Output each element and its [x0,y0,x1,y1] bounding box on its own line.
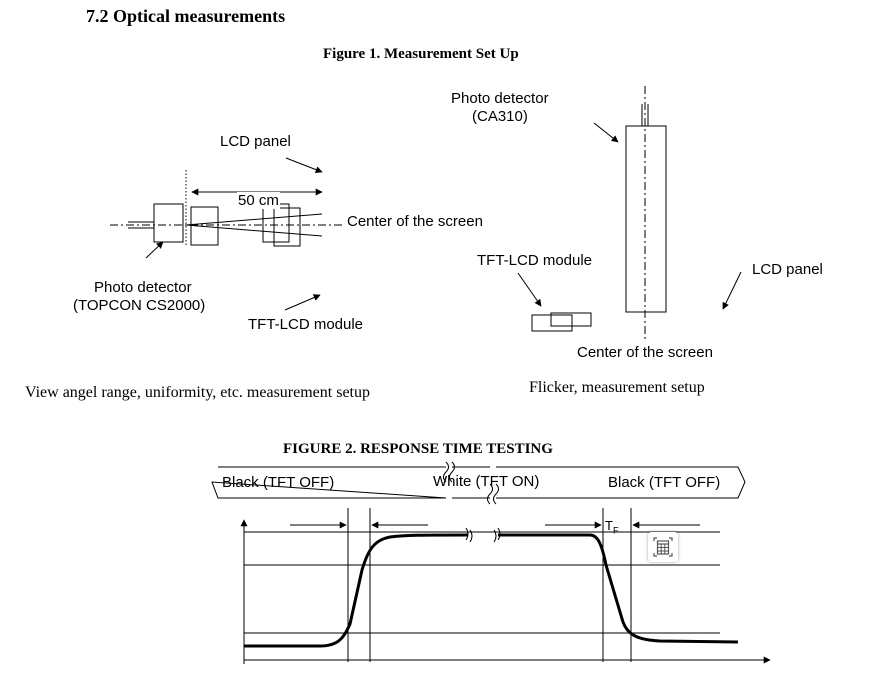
right-setup-caption: Flicker, measurement setup [529,379,705,396]
left-setup-caption: View angel range, uniformity, etc. measu… [25,384,370,401]
cone-line [185,224,323,237]
optics-box [190,206,219,246]
tft-module-right-label: TFT-LCD module [477,252,593,269]
cone-line [185,213,323,226]
state-black-off-2: Black (TFT OFF) [608,474,721,491]
photo-detector-right-label: Photo detector [451,90,549,107]
state-black-off-1: Black (TFT OFF) [222,474,335,491]
detector-leader [145,241,164,259]
center-screen-label: Center of the screen [347,213,483,230]
lcd-panel-right-leader [722,271,742,310]
band-break [443,461,455,483]
waveform-break [465,527,473,543]
tft-module-box [531,314,573,332]
center-screen-right-label: Center of the screen [577,344,713,361]
lcd-panel-right-label: LCD panel [752,261,823,278]
response-waveform [244,533,739,648]
lcd-panel-leader [285,157,323,173]
waveform-break [493,527,501,543]
distance-label: 50 cm [237,192,280,209]
lcd-panel-rect [625,125,667,313]
calculator-icon-button[interactable] [648,532,678,562]
figure2-title: FIGURE 2. RESPONSE TIME TESTING [283,441,553,457]
lcd-panel-box-tilted [273,207,301,247]
calculator-icon [653,537,673,557]
state-band [211,466,746,499]
lcd-panel-box [262,203,290,243]
photo-detector-model-label: (TOPCON CS2000) [73,297,206,314]
section-title: 7.2 Optical measurements [86,6,286,26]
lcd-panel-label: LCD panel [220,133,291,150]
photo-detector-label: Photo detector [94,279,192,296]
tft-module-label: TFT-LCD module [248,316,364,333]
right-setup-diagram [517,86,742,342]
figure1-title: Figure 1. Measurement Set Up [323,46,519,62]
tft-module-right-leader [517,272,542,307]
ca310-leader [593,122,619,143]
band-break [487,483,499,505]
state-white-on: White (TFT ON) [433,473,540,490]
tft-module-leader [284,294,321,311]
tf-label: TF [605,518,619,536]
photo-detector-right-model-label: (CA310) [472,108,528,125]
photo-detector-box [153,203,184,243]
response-time-diagram [211,461,771,664]
tft-module-box [550,312,592,327]
